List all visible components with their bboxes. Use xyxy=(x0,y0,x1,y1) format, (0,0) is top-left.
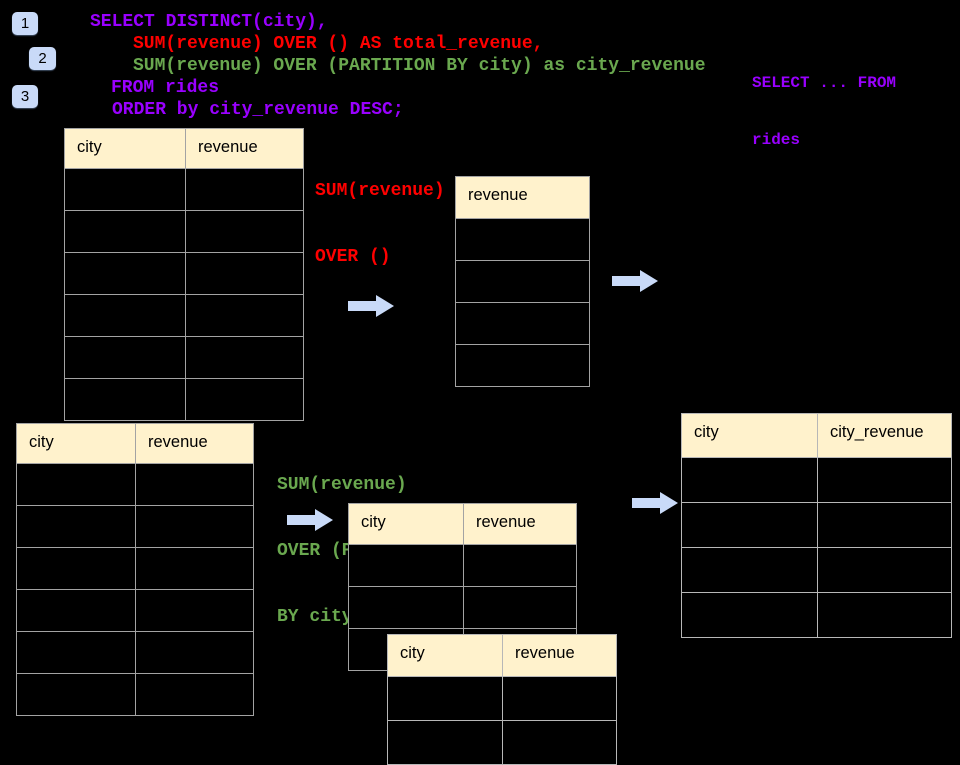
total-revenue-result-table: revenue xyxy=(455,176,590,387)
table-row xyxy=(682,457,951,502)
partition-overlay-table: city revenue xyxy=(387,634,617,765)
annotation-total-line1: SUM(revenue) xyxy=(315,181,445,201)
table-header-row: city revenue xyxy=(388,635,616,676)
code-line-select: SELECT DISTINCT(city), xyxy=(90,12,328,32)
code-line-total: SUM(revenue) OVER () AS total_revenue, xyxy=(133,34,544,54)
header-cell-city: city xyxy=(694,423,719,441)
table-row xyxy=(17,505,253,547)
table-header-row: city revenue xyxy=(349,504,576,544)
table-row xyxy=(456,260,589,302)
table-row xyxy=(17,631,253,673)
header-cell-revenue: revenue xyxy=(463,504,576,544)
table-row xyxy=(65,336,303,378)
code-line-from: FROM rides xyxy=(111,78,220,98)
table-row xyxy=(17,463,253,505)
table-row xyxy=(65,252,303,294)
table-row xyxy=(682,547,951,592)
arrow-right-icon xyxy=(612,270,658,292)
header-cell-city: city xyxy=(361,513,386,531)
table-row xyxy=(65,378,303,420)
arrow-right-icon xyxy=(348,295,394,317)
header-cell-revenue: revenue xyxy=(135,424,253,463)
table-row xyxy=(17,673,253,715)
header-cell-city-revenue: city_revenue xyxy=(817,414,951,457)
table-header-row: city city_revenue xyxy=(682,414,951,457)
header-cell-revenue: revenue xyxy=(185,129,303,168)
header-cell-city: city xyxy=(77,138,102,156)
header-cell-revenue: revenue xyxy=(468,186,528,204)
arrow-right-icon xyxy=(632,492,678,514)
annotation-partition-line1: SUM(revenue) xyxy=(277,475,407,495)
table-row xyxy=(65,168,303,210)
table-row xyxy=(456,344,589,386)
table-row xyxy=(388,720,616,764)
table-header-row: city revenue xyxy=(17,424,253,463)
source-table-bottom: city revenue xyxy=(16,423,254,716)
table-row xyxy=(682,592,951,637)
header-cell-revenue: revenue xyxy=(502,635,616,676)
side-note-select-from: SELECT ... FROM rides xyxy=(752,36,896,169)
code-line-partition: SUM(revenue) OVER (PARTITION BY city) as… xyxy=(133,56,706,76)
arrow-right-icon xyxy=(287,509,333,531)
table-header-row: city revenue xyxy=(65,129,303,168)
table-row xyxy=(349,586,576,628)
step-badge-3: 3 xyxy=(12,85,38,108)
table-row xyxy=(17,589,253,631)
side-note-line2: rides xyxy=(752,131,801,149)
header-cell-city: city xyxy=(400,644,425,662)
table-row xyxy=(349,544,576,586)
step-badge-1: 1 xyxy=(12,12,38,35)
table-row xyxy=(682,502,951,547)
table-row xyxy=(65,210,303,252)
annotation-total-line2: OVER () xyxy=(315,247,391,267)
header-cell-city: city xyxy=(29,433,54,451)
table-row xyxy=(65,294,303,336)
table-row xyxy=(17,547,253,589)
city-revenue-result-table: city city_revenue xyxy=(681,413,952,638)
table-row xyxy=(456,302,589,344)
table-row xyxy=(388,676,616,720)
source-table-top: city revenue xyxy=(64,128,304,421)
table-row xyxy=(456,218,589,260)
annotation-total-revenue: SUM(revenue) OVER () xyxy=(315,136,445,290)
code-line-order: ORDER by city_revenue DESC; xyxy=(112,100,404,120)
step-badge-2: 2 xyxy=(29,47,56,70)
side-note-line1: SELECT ... FROM xyxy=(752,74,897,92)
table-header-row: revenue xyxy=(456,177,589,218)
